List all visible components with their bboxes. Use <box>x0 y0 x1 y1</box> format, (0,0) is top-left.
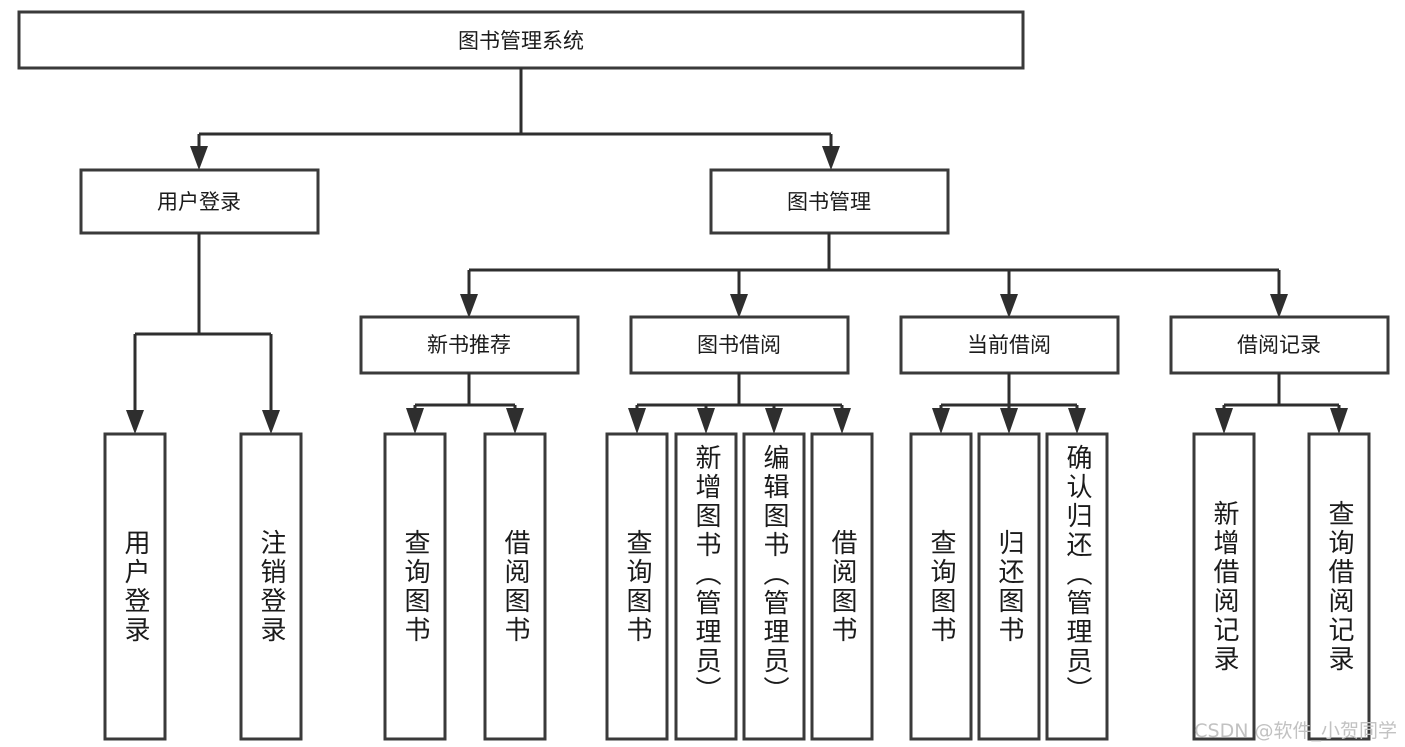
arrow-head-icon <box>262 410 280 434</box>
leaf-rect-user-login-0[interactable] <box>103 432 167 741</box>
leaf-rect-borrow-record-0[interactable] <box>1192 432 1256 741</box>
arrow-head-icon <box>506 408 524 434</box>
connector-book-management-to-level3 <box>460 233 1288 318</box>
leaf-rect-book-borrow-3[interactable] <box>810 432 874 741</box>
connector-borrow-record-to-leaves <box>1215 373 1348 434</box>
arrow-head-icon <box>833 408 851 434</box>
leaf-rect-book-borrow-1[interactable] <box>674 432 738 741</box>
leaf-rect-borrow-record-1[interactable] <box>1307 432 1371 741</box>
arrow-head-icon <box>1000 294 1018 318</box>
connector-current-borrow-to-leaves <box>932 373 1086 434</box>
node-current-borrow-rect <box>899 315 1120 375</box>
node-root-label: 图书管理系统 <box>458 29 584 53</box>
csdn-watermark: CSDN @软件_小贺同学 <box>1194 720 1397 742</box>
arrow-head-icon <box>1330 408 1348 434</box>
node-new-book-recommend-rect <box>359 315 580 375</box>
node-new-book-recommend-label: 新书推荐 <box>427 333 511 357</box>
leaf-rect-book-borrow-0[interactable] <box>605 432 669 741</box>
node-book-management[interactable]: 图书管理 <box>709 168 950 235</box>
connector-root-to-level2 <box>190 68 840 170</box>
leaf-rect-current-borrow-0[interactable] <box>909 432 973 741</box>
node-root-rect <box>17 10 1025 70</box>
arrow-head-icon <box>697 408 715 434</box>
arrow-head-icon <box>460 294 478 318</box>
arrow-head-icon <box>822 146 840 170</box>
leaf-rect-current-borrow-2[interactable] <box>1045 432 1109 741</box>
node-root[interactable]: 图书管理系统 <box>17 10 1025 70</box>
leaf-rect-new-book-0[interactable] <box>383 432 447 741</box>
arrow-head-icon <box>628 408 646 434</box>
arrow-head-icon <box>1215 408 1233 434</box>
node-book-borrow[interactable]: 图书借阅 <box>629 315 850 375</box>
arrow-head-icon <box>765 408 783 434</box>
arrow-head-icon <box>730 294 748 318</box>
node-book-management-label: 图书管理 <box>787 190 871 214</box>
node-user-login[interactable]: 用户登录 <box>79 168 320 235</box>
arrow-head-icon <box>1270 294 1288 318</box>
leaf-rect-user-login-1[interactable] <box>239 432 303 741</box>
node-user-login-rect <box>79 168 320 235</box>
arrow-head-icon <box>1000 408 1018 434</box>
node-borrow-record[interactable]: 借阅记录 <box>1169 315 1390 375</box>
node-book-borrow-label: 图书借阅 <box>697 333 781 357</box>
connector-book-borrow-to-leaves <box>628 373 851 434</box>
connector-new-book-recommend-to-leaves <box>406 373 524 434</box>
leaf-rect-book-borrow-2[interactable] <box>742 432 806 741</box>
arrow-head-icon <box>126 410 144 434</box>
arrow-head-icon <box>1068 408 1086 434</box>
leaf-rect-new-book-1[interactable] <box>483 432 547 741</box>
connector-user-login-to-leaves <box>126 233 280 434</box>
node-current-borrow[interactable]: 当前借阅 <box>899 315 1120 375</box>
node-current-borrow-label: 当前借阅 <box>967 333 1051 357</box>
arrow-head-icon <box>190 146 208 170</box>
node-user-login-label: 用户登录 <box>157 190 241 214</box>
node-borrow-record-label: 借阅记录 <box>1237 333 1321 357</box>
arrow-head-icon <box>932 408 950 434</box>
leaf-rect-current-borrow-1[interactable] <box>977 432 1041 741</box>
node-new-book-recommend[interactable]: 新书推荐 <box>359 315 580 375</box>
arrow-head-icon <box>406 408 424 434</box>
